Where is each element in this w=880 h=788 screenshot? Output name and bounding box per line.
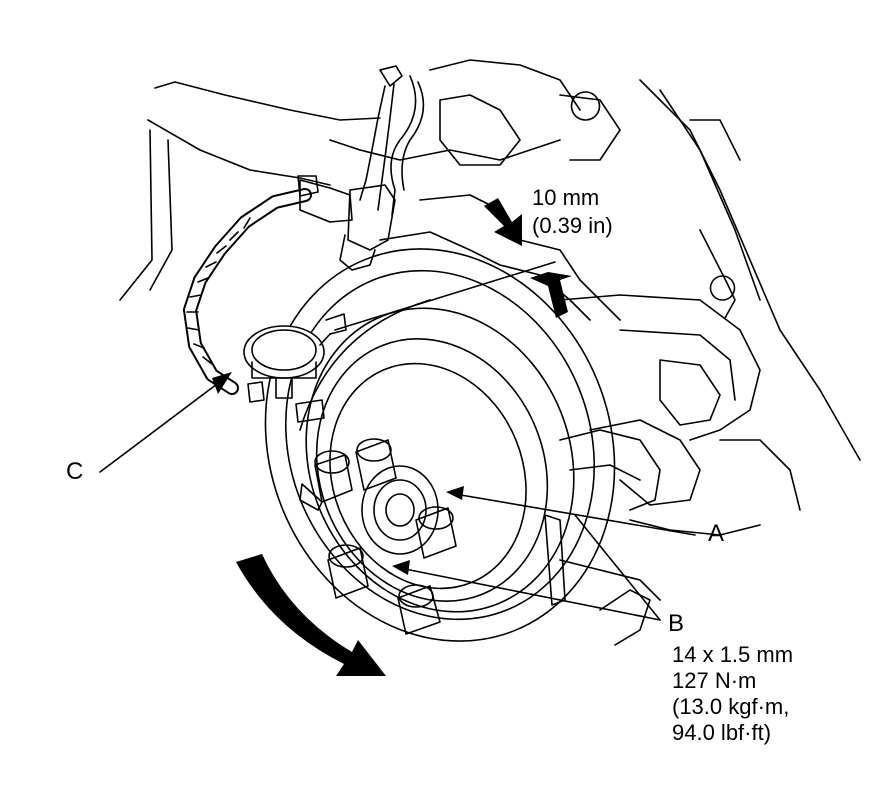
lug-nut (415, 506, 457, 559)
label-a: A (708, 520, 725, 547)
lug-nuts (299, 438, 457, 635)
leader-line-b1 (399, 567, 661, 621)
rotation-arrow-icon (236, 554, 386, 676)
lug-nut (355, 438, 397, 491)
leader-line-c (99, 377, 226, 473)
locking-pliers (297, 65, 425, 271)
spec-size: 14 x 1.5 mm (672, 642, 794, 667)
caliper-bracket (559, 429, 661, 511)
spec-torque-nm: 127 N·m (672, 668, 757, 693)
offset-arrow-up-icon (530, 272, 572, 318)
spec-torque-kgfm: (13.0 kgf·m, (672, 694, 790, 719)
measurement-value: 10 mm (532, 185, 600, 210)
suspension-background (119, 59, 861, 646)
label-b: B (668, 610, 685, 637)
spec-torque-lbfft: 94.0 lbf·ft) (672, 720, 772, 745)
spec-b: 14 x 1.5 mm 127 N·m (13.0 kgf·m, 94.0 lb… (672, 642, 793, 746)
leader-line-b2 (574, 514, 661, 621)
measurement-line (334, 261, 556, 331)
measurement-imperial: (0.39 in) (532, 213, 613, 238)
offset-arrow-down-icon (484, 198, 522, 246)
lug-nut (299, 450, 353, 511)
lug-nut (327, 544, 369, 599)
hub-center (361, 465, 439, 555)
lug-nut (397, 584, 441, 635)
dial-indicator (243, 313, 347, 423)
label-c: C (66, 458, 84, 485)
gauge-cable (183, 188, 312, 395)
leader-arrowhead-a (446, 486, 464, 500)
leader-arrowhead-c (212, 372, 232, 394)
leader-arrowhead-b (392, 560, 410, 575)
